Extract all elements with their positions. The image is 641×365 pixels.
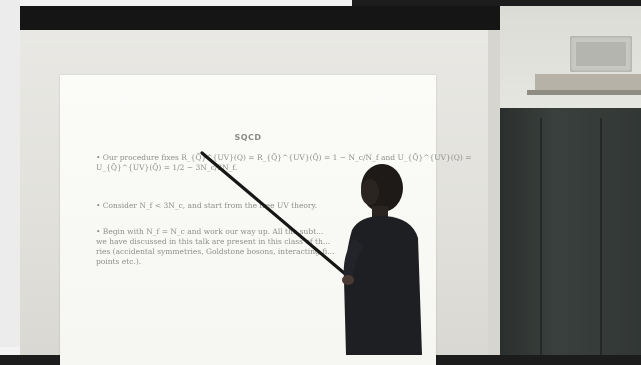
bullet-line: we have discussed in this talk are prese… (96, 237, 331, 246)
panel-seam (540, 118, 542, 355)
frame-top-strip (0, 0, 352, 6)
bullet-line: U_{Q̃}^{UV}(Q̃) = 1/2 − 3N_c/2N_f. (96, 163, 238, 172)
screen-edge (488, 30, 500, 355)
bullet-line: points etc.). (96, 257, 142, 266)
presenter (342, 164, 422, 355)
wall-shelf-lip (527, 90, 641, 95)
slide-bullet: • Our procedure fixes R_{Q̃}^{UV}(Q) = R… (96, 153, 472, 173)
bullet-line: • Begin with N_f = N_c and work our way … (96, 227, 324, 236)
slide-title: SQCD (234, 133, 262, 142)
bullet-line: ries (accidental symmetries, Goldstone b… (96, 247, 335, 256)
speaker-grill (576, 42, 626, 66)
slide-bullet: • Consider N_f < 3N_c, and start from th… (96, 201, 416, 211)
bullet-line: • Our procedure fixes R_{Q̃}^{UV}(Q) = R… (96, 153, 472, 162)
frame-left-strip (0, 0, 20, 355)
bullet-line: • Consider N_f < 3N_c, and start from th… (96, 201, 318, 210)
pointer-stick (0, 0, 641, 355)
ceiling-band (20, 6, 500, 30)
dark-wall-panels (497, 108, 641, 355)
panel-seam (600, 118, 602, 355)
frame-bottom-strip (0, 347, 20, 355)
slide-bullet: • Begin with N_f = N_c and work our way … (96, 227, 416, 267)
wall-shelf (535, 74, 641, 90)
projector-screen: SQCD • Our procedure fixes R_{Q̃}^{UV}(Q… (20, 30, 490, 365)
